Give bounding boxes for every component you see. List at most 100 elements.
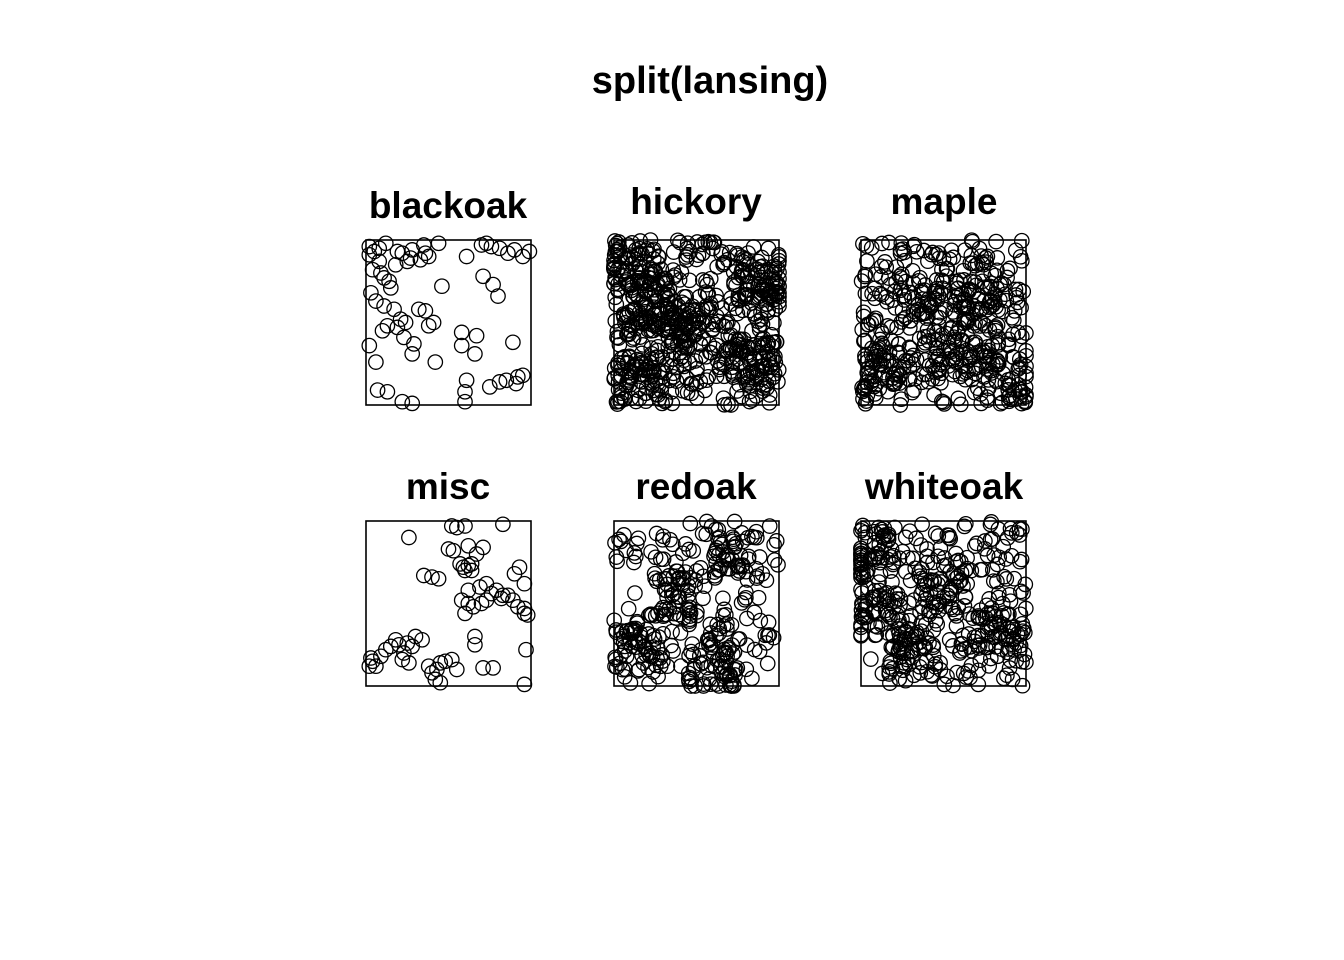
data-point-whiteoak bbox=[854, 585, 870, 601]
data-point-whiteoak bbox=[872, 554, 888, 571]
data-point-blackoak bbox=[434, 278, 450, 295]
data-point-hickory bbox=[642, 232, 659, 248]
data-point-redoak bbox=[674, 576, 691, 593]
data-point-maple bbox=[952, 368, 969, 385]
data-point-hickory bbox=[671, 272, 688, 288]
data-point-misc bbox=[478, 592, 495, 609]
data-point-whiteoak bbox=[967, 538, 983, 554]
data-point-blackoak bbox=[382, 280, 399, 296]
data-point-maple bbox=[917, 277, 934, 293]
data-point-misc bbox=[437, 653, 454, 670]
data-point-maple bbox=[933, 393, 950, 410]
data-point-redoak bbox=[665, 586, 682, 603]
data-point-whiteoak bbox=[862, 651, 879, 667]
data-point-maple bbox=[989, 250, 1006, 266]
data-point-misc bbox=[391, 636, 407, 653]
data-point-blackoak bbox=[369, 382, 386, 398]
data-point-hickory bbox=[613, 361, 630, 377]
data-point-redoak bbox=[748, 570, 765, 586]
data-point-whiteoak bbox=[1002, 652, 1019, 668]
data-point-redoak bbox=[692, 560, 709, 576]
data-point-whiteoak bbox=[990, 589, 1007, 606]
data-point-whiteoak bbox=[870, 519, 887, 536]
data-point-redoak bbox=[645, 664, 661, 680]
data-point-hickory bbox=[656, 365, 673, 381]
data-point-maple bbox=[1018, 325, 1034, 341]
data-point-blackoak bbox=[392, 311, 409, 328]
data-point-whiteoak bbox=[1016, 646, 1033, 663]
data-point-maple bbox=[955, 298, 972, 315]
data-point-blackoak bbox=[379, 317, 396, 334]
data-point-misc bbox=[516, 600, 533, 617]
data-point-hickory bbox=[682, 243, 698, 260]
data-point-whiteoak bbox=[903, 649, 920, 666]
data-point-blackoak bbox=[366, 243, 383, 260]
data-point-maple bbox=[894, 303, 911, 319]
data-point-whiteoak bbox=[912, 665, 929, 681]
data-point-maple bbox=[893, 314, 910, 330]
data-point-redoak bbox=[740, 529, 756, 546]
data-point-redoak bbox=[627, 585, 643, 601]
data-point-whiteoak bbox=[1015, 585, 1031, 601]
data-point-redoak bbox=[730, 565, 746, 581]
data-point-redoak bbox=[615, 633, 632, 650]
data-point-hickory bbox=[759, 380, 775, 396]
data-point-hickory bbox=[679, 302, 696, 318]
data-point-whiteoak bbox=[1003, 636, 1020, 653]
data-point-maple bbox=[928, 246, 944, 263]
panel-frame-blackoak bbox=[365, 239, 532, 406]
data-point-redoak bbox=[681, 541, 697, 558]
data-point-blackoak bbox=[458, 372, 475, 389]
data-point-redoak bbox=[707, 658, 724, 675]
data-point-redoak bbox=[709, 616, 726, 633]
data-point-misc bbox=[448, 519, 465, 536]
data-point-maple bbox=[877, 254, 893, 270]
data-point-maple bbox=[941, 251, 958, 268]
data-point-maple bbox=[1011, 351, 1028, 368]
data-point-redoak bbox=[717, 606, 734, 623]
data-point-maple bbox=[931, 250, 947, 267]
data-point-hickory bbox=[766, 264, 783, 281]
data-point-maple bbox=[880, 270, 897, 286]
data-point-maple bbox=[913, 282, 930, 299]
data-point-maple bbox=[967, 314, 983, 331]
data-point-redoak bbox=[613, 533, 629, 550]
data-point-hickory bbox=[688, 251, 705, 268]
data-point-maple bbox=[853, 273, 870, 289]
data-point-maple bbox=[924, 244, 941, 261]
data-point-maple bbox=[980, 342, 997, 359]
data-point-maple bbox=[936, 396, 953, 412]
data-point-maple bbox=[855, 235, 871, 252]
panel-title-maple: maple bbox=[891, 181, 998, 222]
data-point-blackoak bbox=[379, 383, 396, 400]
data-point-maple bbox=[872, 331, 888, 348]
data-point-whiteoak bbox=[870, 546, 886, 562]
data-point-redoak bbox=[736, 591, 753, 608]
data-point-maple bbox=[863, 375, 880, 392]
data-point-whiteoak bbox=[885, 556, 901, 573]
data-point-whiteoak bbox=[1014, 677, 1031, 694]
data-point-blackoak bbox=[399, 253, 416, 270]
data-point-maple bbox=[982, 293, 999, 309]
data-point-redoak bbox=[612, 630, 629, 647]
data-point-whiteoak bbox=[955, 665, 972, 682]
data-point-hickory bbox=[740, 245, 756, 261]
data-point-whiteoak bbox=[947, 605, 963, 622]
data-point-whiteoak bbox=[885, 627, 901, 644]
data-point-whiteoak bbox=[853, 561, 869, 578]
data-point-hickory bbox=[731, 376, 748, 393]
data-point-redoak bbox=[726, 513, 743, 530]
data-point-maple bbox=[984, 290, 1001, 307]
data-point-redoak bbox=[628, 535, 645, 552]
data-point-blackoak bbox=[402, 250, 419, 266]
data-point-redoak bbox=[689, 604, 705, 620]
data-point-whiteoak bbox=[909, 624, 925, 641]
data-point-hickory bbox=[619, 325, 636, 342]
data-point-redoak bbox=[611, 531, 627, 548]
data-point-blackoak bbox=[376, 298, 392, 314]
data-point-misc bbox=[473, 595, 490, 612]
data-point-hickory bbox=[621, 349, 638, 366]
data-point-hickory bbox=[622, 377, 638, 393]
data-point-maple bbox=[968, 277, 984, 294]
